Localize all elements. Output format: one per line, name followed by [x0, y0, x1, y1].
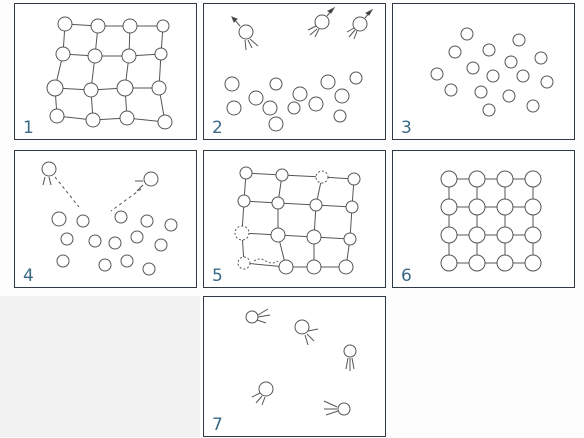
panel-1: 1 [14, 3, 197, 140]
panel-1-drawing [15, 4, 198, 141]
panel-4-label: 4 [23, 268, 34, 285]
panel-4: 4 [14, 150, 197, 288]
background-area [0, 296, 200, 437]
panel-2-label: 2 [212, 120, 223, 137]
panel-6-drawing [393, 151, 576, 289]
panel-1-label: 1 [23, 120, 34, 137]
panel-5-drawing [204, 151, 387, 289]
panel-4-drawing [15, 151, 198, 289]
panel-7-drawing [204, 297, 387, 438]
panel-2-drawing [204, 4, 387, 141]
panel-6-label: 6 [401, 268, 412, 285]
panel-6: 6 [392, 150, 575, 288]
panel-2: 2 [203, 3, 386, 140]
panel-3-label: 3 [401, 120, 412, 137]
panel-5-label: 5 [212, 268, 223, 285]
panel-3: 3 [392, 3, 575, 140]
panel-7-label: 7 [212, 417, 223, 434]
panel-3-drawing [393, 4, 576, 141]
panel-7: 7 [203, 296, 386, 437]
panel-5: 5 [203, 150, 386, 288]
